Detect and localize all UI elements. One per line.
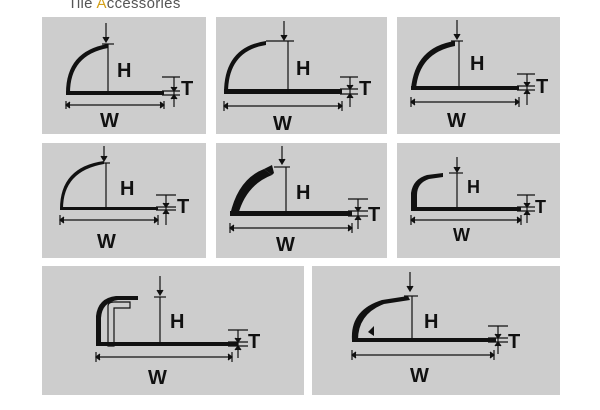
- label-h-4: H: [120, 178, 134, 200]
- label-t-7: T: [248, 331, 260, 353]
- label-t-3: T: [536, 76, 548, 98]
- label-h-3: H: [470, 53, 484, 75]
- profile-diagram-1: H T W: [65, 23, 193, 132]
- brand-prefix: Tile: [68, 0, 97, 12]
- label-w-2: W: [273, 113, 292, 134]
- label-w-6: W: [453, 225, 470, 245]
- label-t-8: T: [508, 331, 520, 353]
- profile-diagram-2: H T W: [223, 21, 371, 134]
- label-h-6: H: [467, 177, 480, 197]
- profile-diagram-7: H T W: [95, 276, 260, 389]
- label-h-5: H: [296, 182, 310, 204]
- profile-diagram-8: H T W: [351, 272, 520, 387]
- profile-diagram-3: H T W: [410, 20, 548, 132]
- label-h-2: H: [296, 58, 310, 80]
- profile-panel-7: H T W: [42, 266, 304, 395]
- label-h-8: H: [424, 311, 438, 333]
- label-w-4: W: [97, 231, 116, 253]
- profile-panel-2: H T W: [216, 17, 387, 134]
- profile-panel-6: H T W: [397, 143, 560, 258]
- label-t-5: T: [368, 204, 380, 226]
- brand-accent-letter: A: [96, 0, 107, 12]
- label-t-1: T: [181, 78, 193, 100]
- profile-panel-1: H T W: [42, 17, 206, 134]
- label-h-7: H: [170, 311, 184, 333]
- profile-diagram-6: H T W: [410, 157, 546, 245]
- page-header: Tile Accessories: [68, 0, 181, 14]
- label-t-6: T: [535, 197, 546, 217]
- label-w-1: W: [100, 110, 119, 132]
- label-t-4: T: [177, 196, 189, 218]
- profile-panel-5: H T W: [216, 143, 387, 258]
- label-w-3: W: [447, 110, 466, 132]
- label-t-2: T: [359, 78, 371, 100]
- label-w-7: W: [148, 367, 167, 389]
- label-w-8: W: [410, 365, 429, 387]
- label-w-5: W: [276, 234, 295, 256]
- profile-diagram-5: H T W: [229, 146, 380, 256]
- profile-panel-3: H T W: [397, 17, 560, 134]
- brand-rest: ccessories: [106, 0, 181, 12]
- label-h-1: H: [117, 60, 131, 82]
- profile-panel-4: H T W: [42, 143, 206, 258]
- profile-panel-8: H T W: [312, 266, 560, 395]
- profile-diagram-4: H T W: [59, 146, 189, 253]
